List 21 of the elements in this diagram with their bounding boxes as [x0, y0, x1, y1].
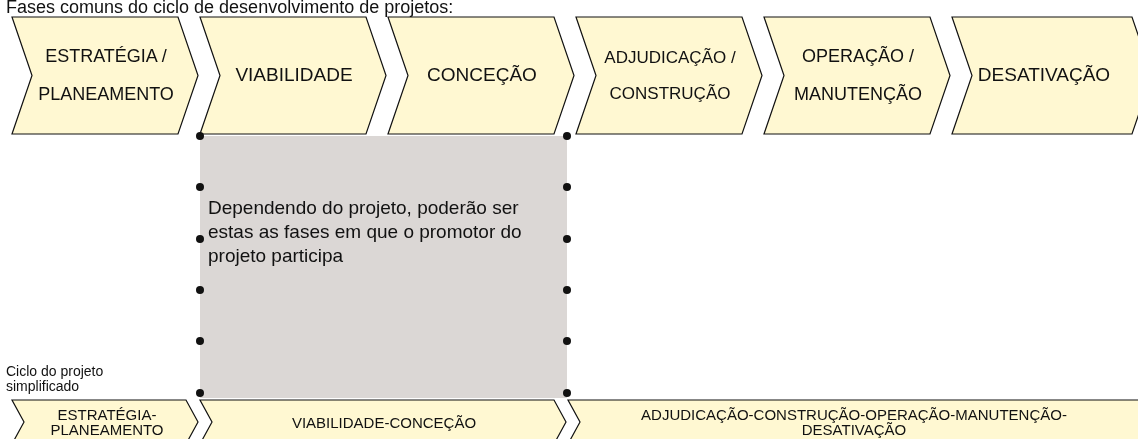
phase-step: [764, 17, 950, 134]
phase-step: [12, 400, 198, 439]
diagram-title: Fases comuns do ciclo de desenvolvimento de projetos:: [6, 0, 454, 18]
phase-label: ADJUDICAÇÃO / CONSTRUÇÃO: [603, 46, 737, 105]
phase-step: [952, 17, 1138, 134]
phase-step: [388, 17, 574, 134]
phase-label: OPERAÇÃO / MANUTENÇÃO: [793, 44, 923, 106]
phase-label: ESTRATÉGIA-PLANEAMENTO: [49, 407, 165, 437]
phase-label: ESTRATÉGIA / PLANEAMENTO: [37, 44, 175, 106]
phase-label: VIABILIDADE-CONCEÇÃO: [291, 414, 477, 430]
section-label: Ciclo do projeto simplificado: [6, 364, 105, 394]
note-text: Dependendo do projeto, poderão ser estas as fases em que o promotor do projeto participa: [208, 196, 523, 268]
phase-step: [200, 17, 386, 134]
phase-step: [12, 17, 198, 134]
phase-step: [568, 400, 1138, 439]
phase-label: CONCEÇÃO: [427, 64, 537, 87]
phase-label: DESATIVAÇÃO: [977, 64, 1111, 87]
phase-step: [200, 400, 566, 439]
phase-label: VIABILIDADE: [235, 64, 353, 87]
phase-label: ADJUDICAÇÃO-CONSTRUÇÃO-OPERAÇÃO-MANUTENÇÃO-DESATIVAÇÃO: [640, 407, 1068, 437]
phase-step: [576, 17, 762, 134]
